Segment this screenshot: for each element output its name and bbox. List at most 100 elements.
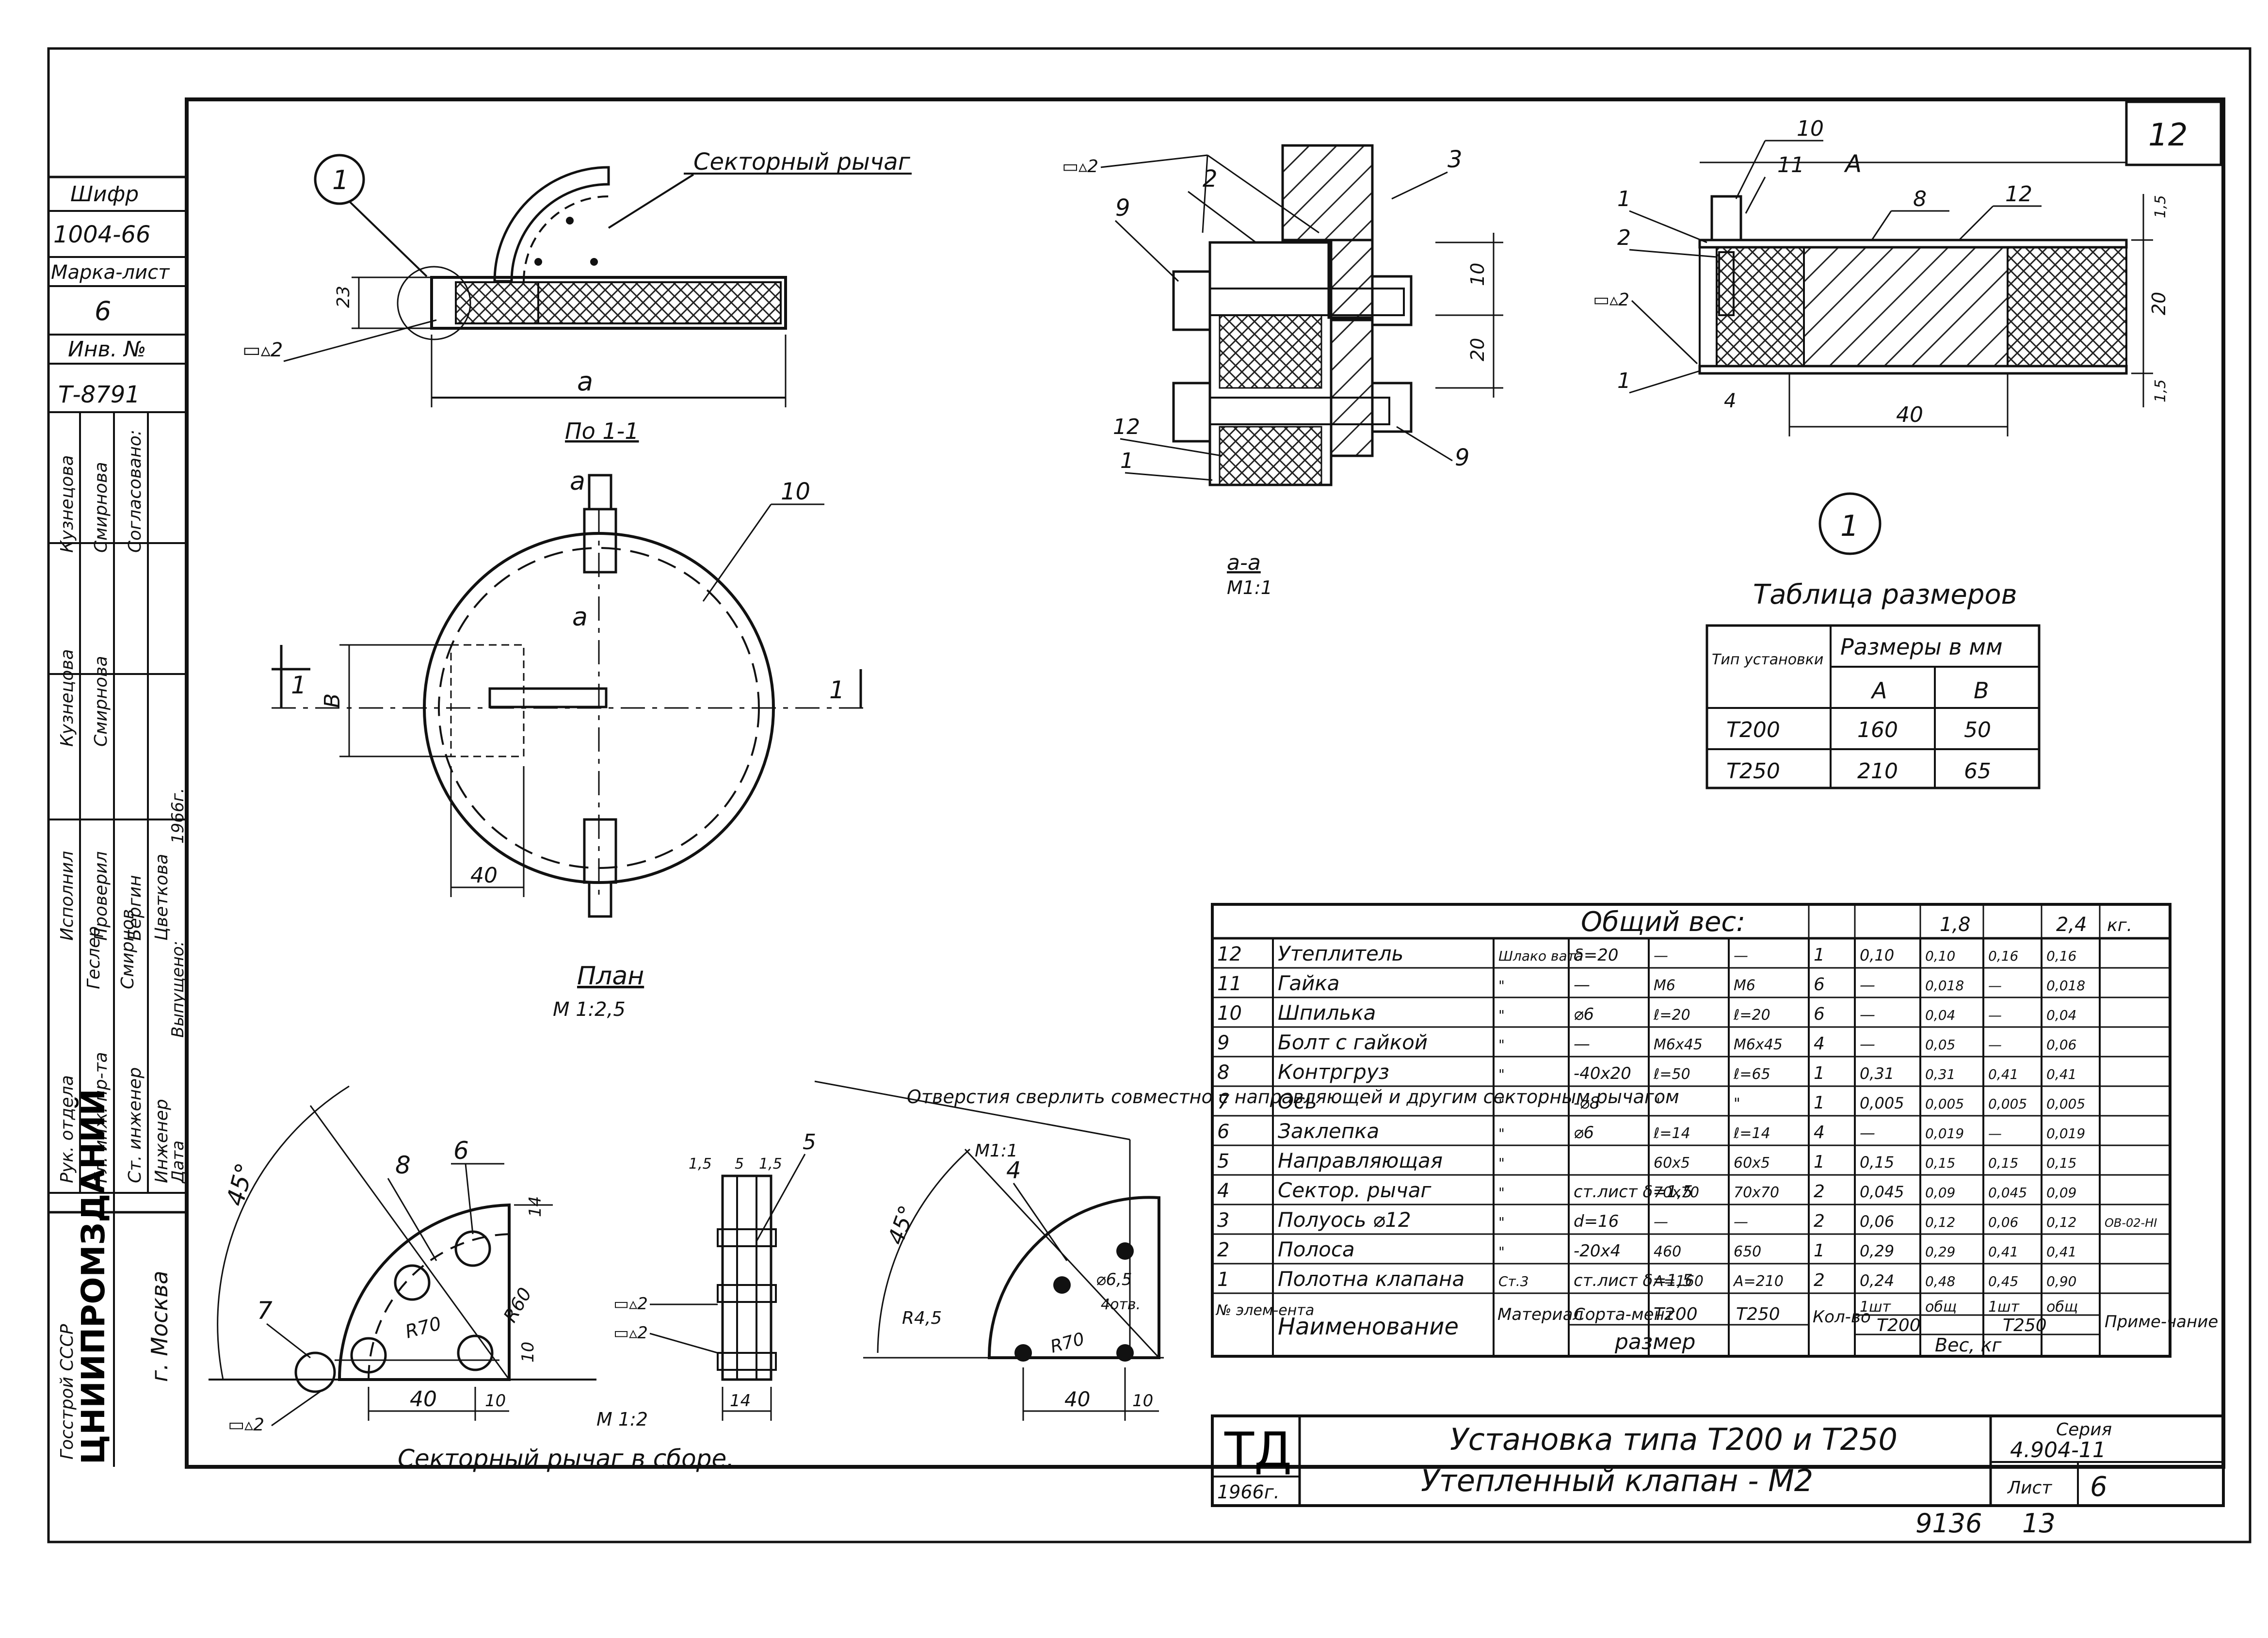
spec-cell: 1 xyxy=(1814,1152,1825,1172)
spec-header: Вес, кг xyxy=(1935,1334,2002,1356)
spec-cell: А=160 xyxy=(1653,1273,1704,1290)
spec-cell: 70х70 xyxy=(1734,1184,1779,1201)
svg-text:Отверстия сверлить совместно с: Отверстия сверлить совместно с направляю… xyxy=(907,1086,1679,1108)
spec-cell: ℓ=14 xyxy=(1653,1125,1690,1142)
total-weight-t200: 1,8 xyxy=(1940,914,1971,936)
svg-text:ЦНИИПРОМЗДАНИЙ: ЦНИИПРОМЗДАНИЙ xyxy=(74,1089,112,1464)
spec-cell: 8 xyxy=(1217,1061,1229,1084)
spec-header: 1шт xyxy=(1988,1299,2020,1316)
svg-text:1: 1 xyxy=(332,165,349,195)
spec-cell: 70х70 xyxy=(1654,1184,1699,1201)
spec-cell: 0,018 xyxy=(2046,978,2085,994)
svg-text:Гл. инж. пр-та: Гл. инж. пр-та xyxy=(91,1052,111,1183)
svg-text:⌀6,5: ⌀6,5 xyxy=(1096,1270,1132,1289)
svg-text:14: 14 xyxy=(730,1391,751,1411)
spec-cell: 3 xyxy=(1217,1209,1229,1232)
spec-cell: 7 xyxy=(1217,1091,1230,1113)
svg-text:40: 40 xyxy=(410,1387,437,1412)
svg-text:Смирнов: Смирнов xyxy=(118,909,138,989)
logo: ТД xyxy=(1224,1422,1292,1478)
spec-header: Материал xyxy=(1497,1305,1583,1324)
spec-cell: 60х5 xyxy=(1654,1155,1690,1172)
svg-text:40: 40 xyxy=(1896,402,1923,427)
svg-text:10: 10 xyxy=(518,1342,538,1363)
spec-cell: 0,06 xyxy=(2046,1037,2076,1053)
spec-item-name: Контргруз xyxy=(1278,1060,1389,1084)
spec-cell: — xyxy=(1860,1035,1875,1053)
spec-cell: ℓ=20 xyxy=(1733,1007,1770,1024)
spec-cell: 0,045 xyxy=(1988,1185,2027,1201)
spec-cell: — xyxy=(1574,975,1590,995)
svg-text:4отв.: 4отв. xyxy=(1101,1296,1141,1313)
spec-cell: " xyxy=(1498,1155,1505,1171)
spec-cell: " xyxy=(1498,1214,1505,1230)
spec-cell: 6 xyxy=(1217,1121,1229,1143)
svg-text:9: 9 xyxy=(1455,444,1470,471)
spec-item-name: Утеплитель xyxy=(1278,942,1403,965)
svg-text:2: 2 xyxy=(1617,225,1631,250)
spec-cell: 0,005 xyxy=(1925,1096,1964,1112)
view-lever-detail: Отверстия сверлить совместно с направляю… xyxy=(814,1080,1679,1421)
svg-text:Тип установки: Тип установки xyxy=(1712,651,1823,668)
spec-cell: 10 xyxy=(1217,1002,1242,1025)
spec-cell: " xyxy=(1498,1096,1505,1112)
spec-cell: 0,05 xyxy=(1925,1037,1955,1053)
spec-cell: 2 xyxy=(1814,1211,1825,1231)
svg-text:14: 14 xyxy=(526,1196,545,1217)
svg-text:Серия: Серия xyxy=(2056,1420,2112,1440)
spec-item-name: Полотна клапана xyxy=(1278,1267,1464,1291)
svg-text:Таблица размеров: Таблица размеров xyxy=(1753,579,2017,610)
spec-cell: ОВ-02-НI xyxy=(2105,1216,2157,1230)
svg-text:М1:1: М1:1 xyxy=(975,1141,1018,1161)
spec-header: Кол-во xyxy=(1813,1307,1871,1327)
spec-cell: — xyxy=(1988,978,2002,994)
spec-cell: 460 xyxy=(1654,1243,1681,1260)
svg-text:г. Москва: г. Москва xyxy=(146,1270,173,1382)
spec-cell: δ=20 xyxy=(1574,946,1619,965)
svg-text:6: 6 xyxy=(2090,1471,2107,1503)
spec-cell: 0,15 xyxy=(2046,1155,2076,1171)
svg-text:1966г.: 1966г. xyxy=(168,788,188,844)
spec-cell: 0,019 xyxy=(2046,1125,2085,1141)
spec-cell: — xyxy=(1574,1034,1590,1054)
spec-cell: 0,15 xyxy=(1860,1153,1894,1172)
svg-text:1: 1 xyxy=(1840,509,1859,543)
svg-text:Т-8791: Т-8791 xyxy=(58,381,140,408)
svg-text:М 1:2,5: М 1:2,5 xyxy=(553,998,626,1021)
spec-cell: " xyxy=(1498,1125,1505,1141)
spec-cell: 60х5 xyxy=(1734,1155,1770,1172)
spec-cell: 0,019 xyxy=(1925,1125,1964,1141)
svg-text:1: 1 xyxy=(1617,187,1631,211)
spec-cell: Ст.3 xyxy=(1498,1273,1529,1289)
spec-cell: 6 xyxy=(1814,975,1825,995)
spec-cell: 0,005 xyxy=(2046,1096,2085,1112)
spec-cell: " xyxy=(1498,978,1505,994)
spec-cell: М6х45 xyxy=(1654,1036,1703,1053)
svg-text:4: 4 xyxy=(1724,390,1736,412)
spec-cell: 0,41 xyxy=(2046,1244,2076,1260)
spec-cell: 2 xyxy=(1814,1182,1825,1202)
svg-text:Кузнецова: Кузнецова xyxy=(57,455,77,553)
svg-text:а: а xyxy=(577,366,593,397)
svg-text:12: 12 xyxy=(2005,182,2032,207)
spec-cell: — xyxy=(1988,1037,2002,1053)
svg-text:1,5: 1,5 xyxy=(2152,379,2169,402)
spec-header: общ xyxy=(2046,1299,2078,1316)
spec-item-name: Полоса xyxy=(1278,1237,1355,1261)
bottom-number-2: 13 xyxy=(2022,1508,2056,1539)
total-weight-t250: 2,4 xyxy=(2056,914,2087,936)
svg-text:▭▵2: ▭▵2 xyxy=(242,339,283,361)
svg-text:▭▵2: ▭▵2 xyxy=(228,1415,264,1435)
spec-cell: ст.лист δ=1,5 xyxy=(1574,1182,1693,1202)
spec-cell: ⌀6 xyxy=(1574,1005,1594,1024)
svg-text:1,5: 1,5 xyxy=(2152,195,2169,218)
svg-text:6: 6 xyxy=(95,296,111,326)
spec-cell: — xyxy=(1734,947,1748,964)
spec-item-name: Полуось ⌀12 xyxy=(1278,1208,1411,1232)
spec-cell: ℓ=14 xyxy=(1733,1125,1770,1142)
svg-text:10: 10 xyxy=(485,1391,506,1411)
spec-header: Сорта-мент xyxy=(1574,1305,1675,1324)
svg-text:8: 8 xyxy=(1913,187,1927,211)
svg-text:а: а xyxy=(570,467,585,496)
spec-cell: 0,15 xyxy=(1925,1155,1955,1171)
